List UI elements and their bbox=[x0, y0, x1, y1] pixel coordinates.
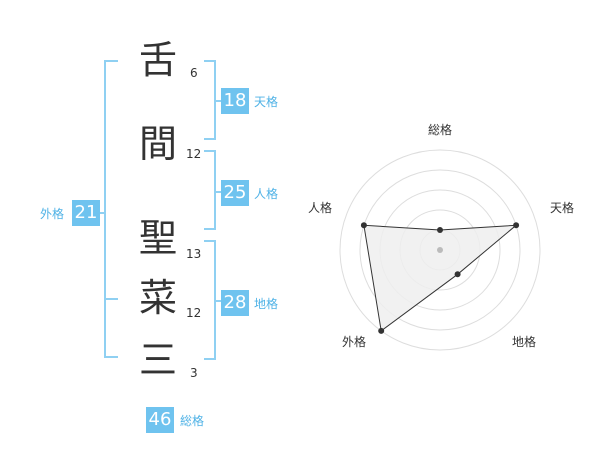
tenkaku-label: 天格 bbox=[254, 95, 279, 109]
jinkaku-label: 人格 bbox=[254, 187, 279, 201]
radar-center-dot bbox=[437, 247, 443, 253]
chikaku-connector bbox=[214, 300, 222, 302]
radar-point-2 bbox=[454, 271, 461, 278]
stroke-count-3: 13 bbox=[186, 247, 202, 261]
radar-label-tenkaku: 天格 bbox=[550, 200, 574, 215]
gaikaku-score: 21 bbox=[72, 200, 100, 226]
radar-point-4 bbox=[360, 222, 367, 229]
gaikaku-label: 外格 bbox=[40, 207, 65, 221]
name-char-1: 舌 bbox=[138, 38, 177, 82]
stroke-count-5: 3 bbox=[190, 366, 198, 380]
radar-shape bbox=[363, 224, 518, 332]
jinkaku-bracket bbox=[204, 150, 216, 230]
name-char-3: 聖 bbox=[138, 216, 177, 260]
jinkaku-score: 25 bbox=[221, 180, 249, 206]
stroke-count-4: 12 bbox=[186, 306, 202, 320]
radar-point-0 bbox=[437, 227, 443, 233]
radar-label-chikaku: 地格 bbox=[512, 334, 536, 349]
radar-point-3 bbox=[378, 327, 385, 334]
gaikaku-connector bbox=[98, 212, 106, 214]
gaikaku-bracket bbox=[104, 60, 118, 358]
stroke-count-2: 12 bbox=[186, 147, 202, 161]
tenkaku-connector bbox=[214, 100, 222, 102]
radar-grid-ring bbox=[359, 169, 521, 331]
soukaku-score: 46 bbox=[146, 407, 174, 433]
chikaku-score: 28 bbox=[221, 290, 249, 316]
soukaku-label: 総格 bbox=[180, 414, 205, 428]
radar-points bbox=[360, 222, 520, 334]
radar-grid-ring bbox=[339, 149, 541, 351]
tenkaku-score: 18 bbox=[221, 88, 249, 114]
radar-label-gaikaku: 外格 bbox=[342, 334, 366, 349]
name-char-2: 間 bbox=[138, 122, 177, 166]
radar-label-soukaku: 総格 bbox=[428, 122, 452, 137]
gaikaku-bracket-tick bbox=[104, 298, 118, 300]
name-char-4: 菜 bbox=[138, 276, 177, 320]
stroke-count-1: 6 bbox=[190, 66, 198, 80]
radar-label-jinkaku: 人格 bbox=[308, 200, 332, 215]
radar-point-1 bbox=[513, 222, 520, 229]
jinkaku-connector bbox=[214, 191, 222, 193]
name-char-5: 三 bbox=[138, 338, 177, 382]
chikaku-label: 地格 bbox=[254, 297, 279, 311]
